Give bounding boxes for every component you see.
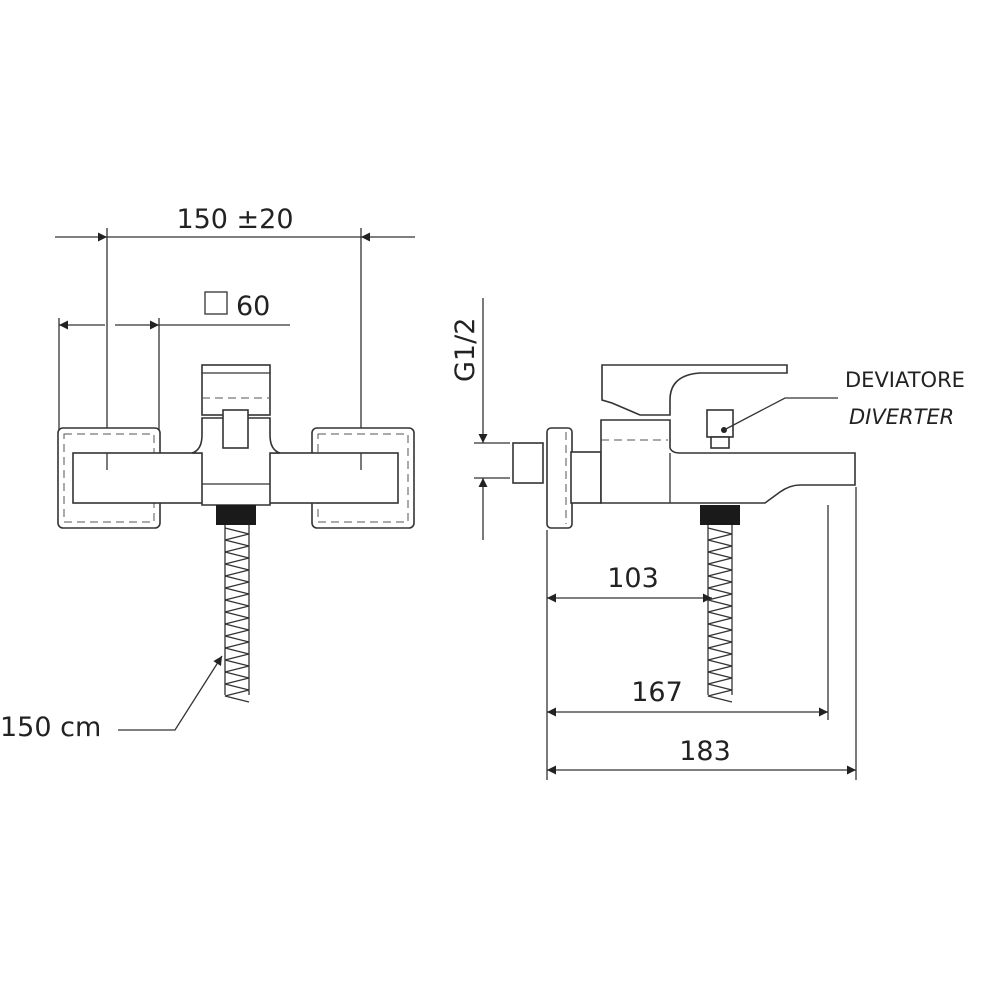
- shower-hose: [224, 525, 250, 703]
- diverter-label-it: DEVIATORE: [845, 368, 965, 392]
- connector-body: [570, 451, 602, 504]
- diverter-knob: [706, 409, 734, 438]
- square-symbol-icon: [204, 291, 228, 315]
- shower-hose: [707, 525, 733, 703]
- dimension-label-167: 167: [631, 677, 683, 708]
- dimension-label-103: 103: [607, 563, 659, 594]
- eccentric-connector: [512, 442, 544, 484]
- spout-body: [600, 419, 856, 504]
- hose-leader-line: [118, 655, 223, 731]
- diverter-knob: [222, 409, 249, 449]
- front-view: 150 ±20 60 150 cm: [0, 204, 415, 743]
- side-view: G1/2 DEVIATORE DIVERTER 103 167 183: [450, 298, 965, 780]
- dimension-label-183: 183: [679, 736, 731, 767]
- square-dimension-label: 60: [236, 291, 270, 322]
- hose-nut: [216, 505, 256, 525]
- mixer-lever-handle: [601, 364, 788, 416]
- hose-nut: [700, 505, 740, 525]
- diverter-leader-line: [723, 397, 838, 431]
- hose-length-label: 150 cm: [0, 712, 101, 743]
- mixer-center-body: [191, 417, 281, 506]
- thread-size-label: G1/2: [450, 318, 481, 382]
- diverter-stem: [710, 436, 730, 449]
- diverter-label-en: DIVERTER: [849, 405, 954, 429]
- wall-flange: [546, 427, 573, 529]
- width-dimension-label: 150 ±20: [176, 204, 293, 235]
